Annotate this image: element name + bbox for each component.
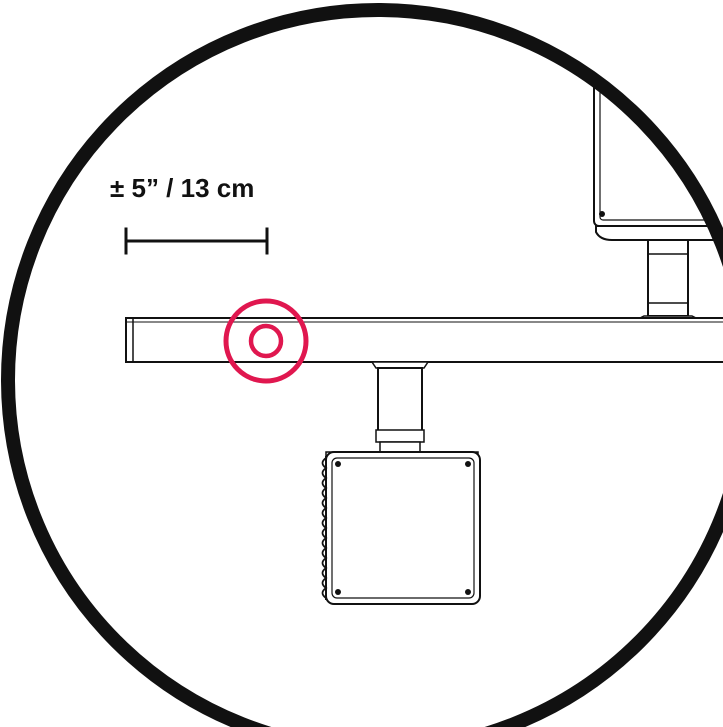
lower-column [377, 367, 423, 433]
upper-collar [595, 225, 723, 241]
lower-plate-screw-tr [465, 461, 471, 467]
lower-monitor-mount [321, 361, 481, 605]
highlight-ring-icon [223, 298, 309, 384]
lower-column-neck [379, 441, 421, 453]
lower-column-ring [375, 429, 425, 443]
lower-column-flare [370, 361, 430, 369]
highlight-ring-outer [223, 298, 309, 384]
dimension-label: ± 5” / 13 cm [110, 173, 254, 203]
outer-frame-circle [1, 3, 723, 727]
upper-plate-screw [599, 211, 605, 217]
lower-monitor-plate-inner [331, 457, 475, 599]
dimension-indicator [124, 227, 269, 255]
diagram-contents: ± 5” / 13 cm [110, 39, 723, 605]
crossbar-body [125, 317, 723, 363]
lower-plate-screw-tl [335, 461, 341, 467]
upper-monitor-mount [593, 39, 723, 319]
upper-column [647, 239, 689, 317]
lower-plate-screw-br [465, 589, 471, 595]
crossbar [125, 317, 723, 363]
highlight-ring-inner [248, 323, 284, 359]
lower-plate-screw-bl [335, 589, 341, 595]
